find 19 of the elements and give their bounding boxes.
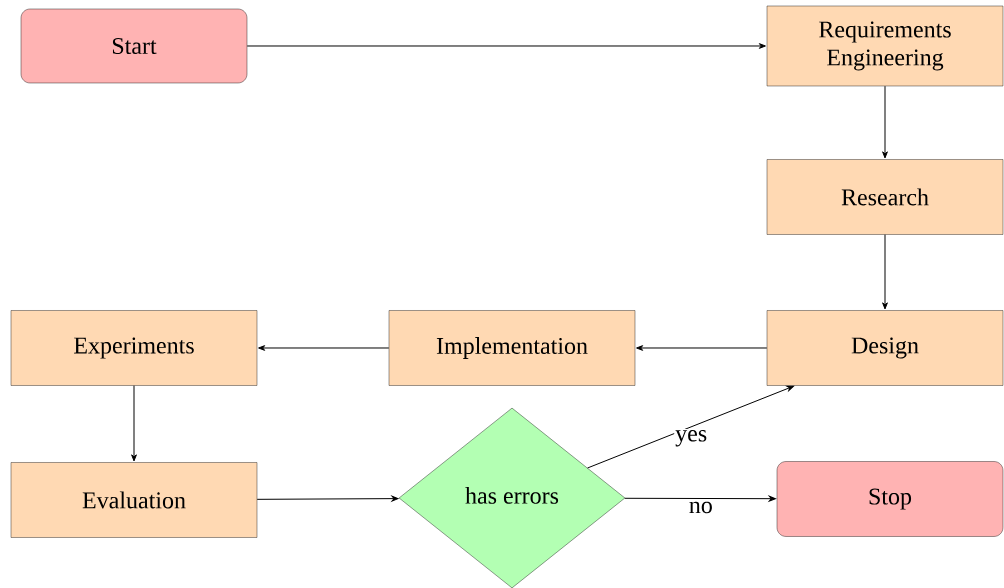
- terminal-box: Start: [20, 8, 248, 84]
- process-box: Experiments: [10, 310, 258, 386]
- arrow: [882, 234, 888, 310]
- arrow: [131, 385, 137, 462]
- process-box: Implementation: [388, 310, 636, 386]
- arrow: [636, 345, 768, 351]
- process-box: Research: [766, 159, 1004, 235]
- edge-label: yes: [674, 429, 709, 448]
- arrow: [256, 495, 399, 502]
- process-box: Requirements Engineering: [766, 5, 1004, 87]
- arrow: [882, 85, 888, 159]
- process-box: Design: [766, 310, 1004, 386]
- arrow: [624, 495, 776, 502]
- arrow: [587, 385, 794, 469]
- arrow: [258, 345, 390, 351]
- process-box: Evaluation: [10, 462, 258, 538]
- edge-label: no: [687, 500, 714, 515]
- arrow: [246, 43, 766, 49]
- terminal-box: Stop: [776, 461, 1004, 537]
